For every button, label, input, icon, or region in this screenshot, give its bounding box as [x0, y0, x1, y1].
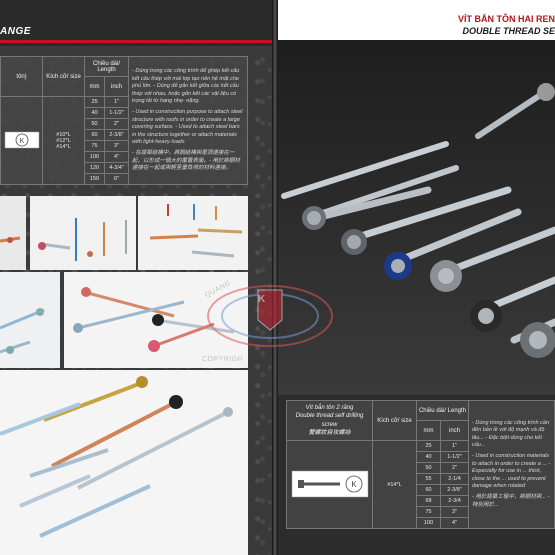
- left-row-mm: 40: [84, 107, 105, 119]
- right-row-mm: 40: [416, 451, 441, 463]
- right-row-mm: 55: [416, 473, 441, 485]
- left-size-item: #12*L: [56, 137, 71, 144]
- screw-drawing-icon: K: [4, 131, 39, 148]
- left-size-item: #14*L: [56, 143, 71, 150]
- watermark-copyright: COPYRIGH: [202, 356, 244, 363]
- right-name-vn: Vít bắn tôn 2 răng: [305, 404, 354, 411]
- right-inch-label: inch: [440, 420, 469, 441]
- left-row-mm: 150: [84, 173, 105, 185]
- svg-text:K: K: [351, 480, 357, 489]
- left-row-mm: 60: [84, 129, 105, 141]
- left-length-header: Chiều dài/ Length: [84, 56, 129, 77]
- shield-logo-icon: [207, 285, 333, 347]
- left-page-title: ANGE: [0, 26, 31, 37]
- left-row-mm: 120: [84, 162, 105, 174]
- left-header-red-bar: [0, 40, 272, 43]
- right-drawing-cell: K: [286, 440, 373, 529]
- right-usage-notes: - Dùng trong các công trình cần đến bản …: [468, 400, 555, 529]
- product-photo-6: [0, 370, 248, 555]
- product-photo-2: [30, 196, 136, 270]
- left-row-inch: 4-3/4": [104, 162, 129, 174]
- right-note-en: - Used in construction materials to atta…: [472, 453, 551, 490]
- left-drawing-cell: K: [0, 96, 43, 185]
- left-col1-header: tôn): [0, 56, 43, 97]
- right-row-inch: 3": [440, 506, 469, 518]
- watermark-logo: K QUANG COPYRIGH: [200, 268, 340, 368]
- right-row-inch: 1": [440, 440, 469, 452]
- book-gutter: [272, 0, 278, 555]
- left-row-inch: 1": [104, 96, 129, 108]
- right-spec-table: Vít bắn tôn 2 răng Double thread self dr…: [286, 400, 555, 529]
- left-note-cn: - 在建築結構中，將鋼結構與屋頂連接在一起，以形成一個大的覆蓋表面。- 用於將鋼…: [132, 150, 240, 172]
- right-page-header: VÍT BẮN TÔN HAI REN DOUBLE THREAD SE: [278, 0, 555, 40]
- right-row-mm: 25: [416, 440, 441, 452]
- right-size-header: Kích cỡ/ size: [372, 400, 417, 441]
- left-row-inch: 3": [104, 140, 129, 152]
- right-row-mm: 75: [416, 506, 441, 518]
- left-row-mm: 50: [84, 118, 105, 130]
- right-row-mm: 100: [416, 517, 441, 529]
- right-row-mm: 60: [416, 484, 441, 496]
- left-note-vn: - Dùng trong các công trình để ghép kết …: [132, 68, 240, 104]
- left-row-inch: 4": [104, 151, 129, 163]
- left-size-item: #10*L: [56, 131, 71, 138]
- right-row-inch: 2-1/4: [440, 473, 469, 485]
- product-photo-1: [0, 196, 26, 270]
- left-size-header: Kích cỡ/ size: [42, 56, 85, 97]
- right-row-inch: 2": [440, 462, 469, 474]
- right-name-cn: 雙螺紋自攻螺絲: [308, 429, 351, 436]
- left-catalog-page: ANGE tôn) Kích cỡ/ size Chiều dài/ Lengt…: [0, 0, 272, 555]
- right-row-inch: 1-1/2": [440, 451, 469, 463]
- right-mm-label: mm: [416, 420, 441, 441]
- right-row-inch: 2-3/8": [440, 484, 469, 496]
- right-row-inch: 2-3/4: [440, 495, 469, 507]
- right-product-name-cell: Vít bắn tôn 2 răng Double thread self dr…: [286, 400, 373, 441]
- product-photo-4: [0, 272, 60, 368]
- watermark-letter: K: [258, 294, 266, 305]
- left-row-inch: 2": [104, 118, 129, 130]
- left-spec-table: tôn) Kích cỡ/ size Chiều dài/ Length - D…: [0, 56, 248, 185]
- left-row-inch: 6": [104, 173, 129, 185]
- left-inch-label: inch: [104, 76, 129, 97]
- left-mm-label: mm: [84, 76, 105, 97]
- left-row-mm: 25: [84, 96, 105, 108]
- left-page-header: ANGE: [0, 0, 272, 46]
- svg-text:K: K: [19, 138, 24, 145]
- left-row-mm: 75: [84, 140, 105, 152]
- right-size-cell: #14*L: [372, 440, 417, 529]
- left-row-inch: 1-1/2": [104, 107, 129, 119]
- left-note-en: - Used in construction purpose to attach…: [132, 109, 243, 146]
- right-row-mm: 50: [416, 462, 441, 474]
- right-note-vn: - Dùng trong các công trình cần đến bản …: [472, 419, 550, 448]
- right-title-en: DOUBLE THREAD SE: [462, 26, 555, 36]
- left-row-inch: 2-3/8": [104, 129, 129, 141]
- left-usage-notes: - Dùng trong các công trình để ghép kết …: [128, 56, 248, 185]
- left-row-mm: 100: [84, 151, 105, 163]
- right-row-mm: 68: [416, 495, 441, 507]
- right-title-vn: VÍT BẮN TÔN HAI REN: [457, 14, 555, 24]
- right-length-header: Chiều dài/ Length: [416, 400, 469, 421]
- product-photo-5: [64, 272, 248, 368]
- left-sizes-cell: #10*L #12*L #14*L: [42, 96, 85, 185]
- right-row-inch: 4": [440, 517, 469, 529]
- hero-screws-photo: [278, 40, 555, 395]
- right-name-en: Double thread self drilling screw: [295, 413, 364, 428]
- screw-drawing-icon: K: [291, 470, 368, 497]
- right-catalog-page: VÍT BẮN TÔN HAI REN DOUBLE THREAD SE: [278, 0, 555, 555]
- product-photo-3: [138, 196, 248, 270]
- right-note-cn: - 用於建築工程中，將鋼材與... - 特別用於...: [472, 494, 550, 508]
